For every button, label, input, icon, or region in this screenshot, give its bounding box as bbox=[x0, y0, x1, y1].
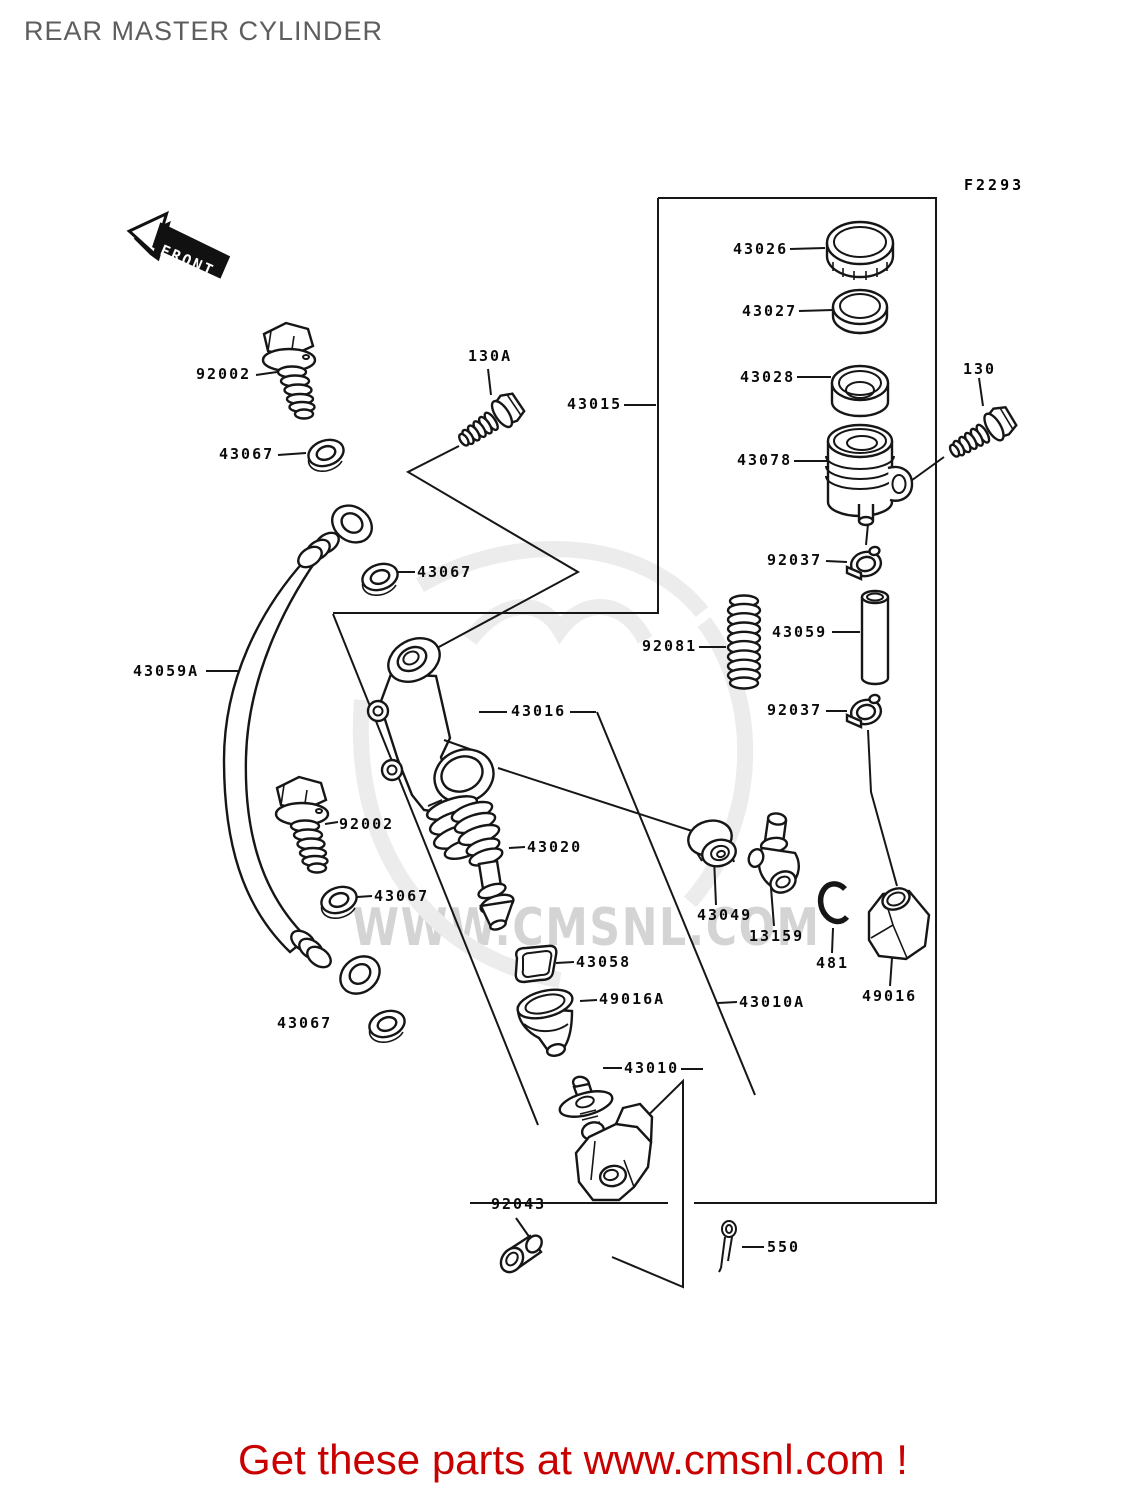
part-label-13159: 13159 bbox=[749, 927, 805, 945]
part-label-43067: 43067 bbox=[219, 445, 275, 463]
page-title: REAR MASTER CYLINDER bbox=[24, 16, 384, 46]
boot-angular-drawing bbox=[867, 887, 931, 961]
part-label-43058: 43058 bbox=[576, 953, 632, 971]
figure-code: F2293 bbox=[964, 176, 1025, 194]
flange-bolt-130a-drawing bbox=[450, 388, 529, 456]
joint-tube-drawing bbox=[860, 589, 890, 686]
part-label-43027: 43027 bbox=[742, 302, 798, 320]
front-arrow-icon: FRONT bbox=[126, 210, 231, 280]
circlip-drawing bbox=[817, 881, 850, 925]
footer-cta: Get these parts at www.cmsnl.com ! bbox=[238, 1436, 908, 1483]
part-label-43049: 43049 bbox=[697, 906, 753, 924]
boot-cone-drawing bbox=[516, 988, 574, 1057]
banjo-bolt-upper-drawing bbox=[261, 321, 317, 420]
part-label-130A: 130A bbox=[468, 347, 513, 365]
part-label-92002: 92002 bbox=[339, 815, 395, 833]
part-label-43016: 43016 bbox=[511, 702, 567, 720]
flange-bolt-130-drawing bbox=[942, 401, 1021, 467]
part-label-43059A: 43059A bbox=[133, 662, 200, 680]
part-label-49016: 49016 bbox=[862, 987, 918, 1005]
part-label-130: 130 bbox=[963, 360, 997, 378]
part-label-92002: 92002 bbox=[196, 365, 252, 383]
part-label-92043: 92043 bbox=[491, 1195, 547, 1213]
part-label-43028: 43028 bbox=[740, 368, 796, 386]
gasket-drawing bbox=[514, 944, 558, 984]
washer-4-drawing bbox=[364, 1005, 410, 1044]
push-rod-clevis-drawing bbox=[558, 1075, 654, 1202]
part-label-49016A: 49016A bbox=[599, 990, 666, 1008]
part-label-43020: 43020 bbox=[527, 838, 583, 856]
part-label-92037: 92037 bbox=[767, 551, 823, 569]
piston-assembly-drawing bbox=[450, 800, 515, 931]
washer-3-drawing bbox=[316, 881, 362, 920]
part-label-43010A: 43010A bbox=[739, 993, 806, 1011]
part-label-43010: 43010 bbox=[624, 1059, 680, 1077]
cap-seal-ring-drawing bbox=[831, 288, 889, 335]
cotter-pin-drawing bbox=[718, 1220, 737, 1273]
part-label-43067: 43067 bbox=[374, 887, 430, 905]
diaphragm-drawing bbox=[830, 364, 890, 418]
part-label-43078: 43078 bbox=[737, 451, 793, 469]
banjo-bolt-lower-drawing bbox=[274, 775, 330, 874]
part-label-43067: 43067 bbox=[277, 1014, 333, 1032]
part-label-481: 481 bbox=[816, 954, 850, 972]
part-label-43059: 43059 bbox=[772, 623, 828, 641]
reservoir-tank-drawing bbox=[825, 423, 914, 527]
part-label-92081: 92081 bbox=[642, 637, 698, 655]
spring-drawing bbox=[726, 594, 762, 690]
part-label-43015: 43015 bbox=[567, 395, 623, 413]
elbow-connector-drawing bbox=[747, 812, 800, 894]
washer-1-drawing bbox=[303, 434, 349, 473]
reservoir-cap-drawing bbox=[825, 220, 895, 280]
leader-lines bbox=[206, 197, 984, 1289]
bushing-drawing bbox=[687, 819, 737, 868]
clevis-pin-drawing bbox=[499, 1234, 543, 1274]
hose-clamp-lower-drawing bbox=[845, 692, 885, 729]
hose-clamp-upper-drawing bbox=[845, 544, 885, 581]
washer-2-drawing bbox=[357, 558, 403, 597]
brake-hose-drawing bbox=[222, 504, 381, 995]
part-label-43026: 43026 bbox=[733, 240, 789, 258]
part-label-550: 550 bbox=[767, 1238, 801, 1256]
part-label-43067: 43067 bbox=[417, 563, 473, 581]
part-label-92037: 92037 bbox=[767, 701, 823, 719]
